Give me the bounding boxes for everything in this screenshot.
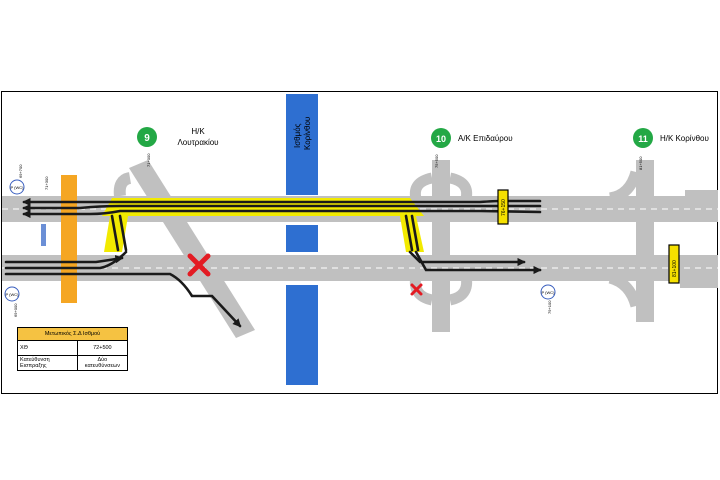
portal-sign-2-text: 81+100	[672, 260, 678, 277]
isthmus-canal	[286, 94, 318, 385]
node11-number: 11	[638, 134, 648, 144]
chainage-left-bottom: 69+000	[13, 303, 18, 317]
chainage-labels: 69+700 71+300 69+000 71+000 75+500 79+10…	[13, 153, 643, 317]
info-table-label: ΧΘ	[17, 340, 78, 356]
parking-wc-top-label: P (WC)	[10, 185, 24, 190]
toll-barrier	[61, 175, 77, 303]
chainage-node9: 71+000	[146, 153, 151, 167]
node10-number: 10	[436, 134, 446, 144]
closure-small-icon	[410, 283, 423, 296]
node9-name-line1: Η/Κ	[191, 127, 205, 136]
isthmus-middle	[286, 225, 318, 252]
node11-ramp-bottom	[608, 272, 642, 308]
info-table-title: Μετωπικός Σ.Δ Ισθμού	[17, 327, 128, 341]
chainage-left-top: 69+700	[18, 164, 23, 178]
node10-loop-tl	[409, 172, 434, 201]
node10-loop-tr	[448, 172, 473, 201]
isthmus-label-line2: Κορίνθου	[303, 117, 312, 150]
node9-ramp	[113, 172, 132, 197]
node11-name: Η/Κ Κορίνθου	[660, 134, 709, 143]
info-table: Μετωπικός Σ.Δ Ισθμού ΧΘ 72+500 Κατεύθυνσ…	[17, 327, 129, 371]
portal-sign-1-text: 76+150	[501, 199, 507, 216]
info-table-label: Κατεύθυνση Εισπραξης	[17, 355, 78, 371]
info-table-value: 72+500	[76, 340, 129, 356]
chainage-node10-low: 79+100	[547, 300, 552, 314]
route-eastbound-5	[414, 250, 542, 275]
node9-name-line2: Λουτρακίου	[177, 138, 218, 147]
table-row: Κατεύθυνση Εισπραξης Δύο κατευθύνσεων	[17, 355, 129, 371]
node9-number: 9	[144, 133, 150, 144]
node9-badge	[137, 127, 157, 147]
parking-markers: P (WC) P (WC) P (WC)	[4, 179, 556, 302]
node10-vertical-road	[432, 160, 450, 332]
closure-marks	[187, 253, 423, 296]
portal-signs: 76+150 81+100	[497, 189, 680, 284]
route-diversion-left	[110, 214, 120, 252]
route-westbound-3	[22, 209, 542, 219]
parking-wc-bottom-label: P (WC)	[5, 292, 19, 297]
cross-roads	[113, 160, 654, 338]
chainage-left-mid: 71+300	[44, 176, 49, 190]
parking-wc-right-label: P (WC)	[541, 290, 555, 295]
closure-large-icon	[187, 253, 211, 277]
parking-wc-icon-right	[540, 284, 556, 300]
isthmus-label-line1: Ισθμός	[293, 123, 302, 148]
chainage-node10: 75+500	[434, 154, 439, 168]
route-eastbound-3	[4, 272, 242, 328]
route-westbound-2	[22, 203, 542, 213]
route-eastbound-4	[408, 250, 526, 267]
right-entry-road-2	[680, 280, 718, 288]
isthmus-upper	[286, 94, 318, 195]
node11-badge	[633, 128, 653, 148]
toll-post	[41, 224, 46, 246]
route-westbound-1	[22, 197, 542, 207]
route-diversion-right-2	[410, 214, 420, 252]
route-eastbound-2	[4, 250, 128, 270]
portal-sign-1	[497, 189, 509, 225]
node9-diagonal-road	[129, 160, 255, 338]
right-entry-road	[685, 190, 718, 198]
route-diversion-left-2	[118, 214, 128, 252]
table-row: ΧΘ 72+500	[17, 340, 129, 356]
node10-badge	[431, 128, 451, 148]
info-table-value: Δύο κατευθύνσεων	[76, 355, 129, 371]
route-diversion-right	[404, 214, 414, 252]
chainage-node11: 81+500	[638, 156, 643, 170]
isthmus-lower	[286, 285, 318, 385]
portal-sign-2	[668, 244, 680, 284]
parking-wc-icon-bottom	[4, 286, 20, 302]
info-table-header-row: Μετωπικός Σ.Δ Ισθμού	[17, 327, 128, 341]
node10-name: Α/Κ Επιδαύρου	[458, 134, 513, 143]
parking-wc-icon-top	[9, 179, 25, 195]
interchange-nodes: 9 Η/Κ Λουτρακίου 10 Α/Κ Επιδαύρου 11 Η/Κ…	[137, 127, 709, 148]
node11-ramp-top	[608, 170, 642, 204]
